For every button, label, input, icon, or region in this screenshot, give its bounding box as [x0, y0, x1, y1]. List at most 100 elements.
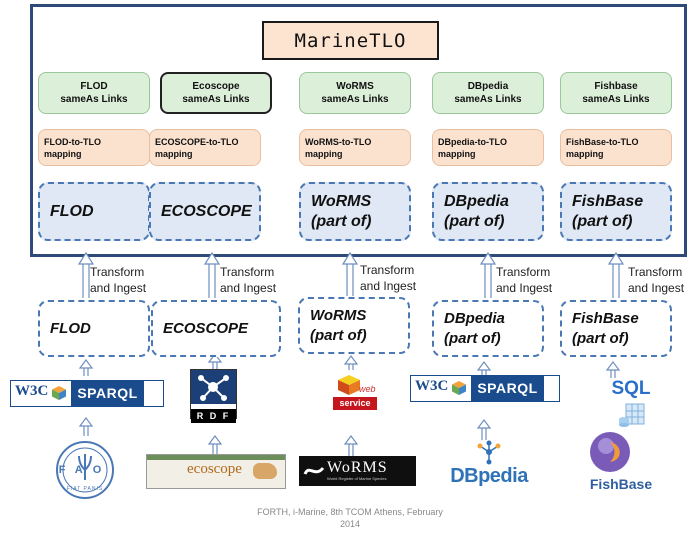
transform-text: Transform	[220, 265, 275, 279]
w3c-text: W3C	[415, 378, 449, 394]
semantic-web-cube-icon	[52, 386, 67, 400]
links-sublabel: sameAs Links	[182, 94, 250, 105]
arrow-worms-transform	[341, 251, 359, 296]
service-text: service	[333, 397, 377, 410]
ingest-text: and Ingest	[220, 281, 277, 295]
fao-emblem-icon	[56, 441, 114, 499]
transform-label-ecoscope: Transform and Ingest	[220, 264, 276, 296]
links-sublabel: sameAs Links	[454, 94, 522, 105]
source-sublabel: (part of)	[311, 212, 372, 230]
fao-text: FAO	[58, 464, 112, 476]
fishbase-source-in-tlo: FishBase (part of)	[560, 182, 672, 241]
source-label: FishBase	[572, 309, 639, 327]
source-label: WoRMS	[311, 192, 372, 210]
footer-line-2: 2014	[339, 519, 361, 529]
ecoscope-logo: ecoscope	[146, 454, 286, 489]
source-label: DBpedia	[444, 309, 505, 327]
database-icon	[619, 403, 645, 427]
web-service-cube-icon	[338, 375, 360, 395]
source-label: ECOSCOPE	[161, 202, 252, 220]
arrow-flod-transform	[77, 251, 95, 298]
source-sublabel: (part of)	[572, 212, 633, 230]
web-service-logo: web service	[333, 374, 377, 410]
mapping-sublabel: mapping	[305, 148, 343, 159]
source-sublabel: (part of)	[444, 329, 501, 347]
mapping-sublabel: mapping	[155, 148, 193, 159]
mapping-label: FishBase-to-TLO	[566, 136, 639, 147]
source-label: WoRMS	[310, 306, 367, 324]
mapping-sublabel: mapping	[566, 148, 604, 159]
arrow-webservice-to-worms	[343, 355, 359, 370]
mapping-sublabel: mapping	[44, 148, 82, 159]
transform-label-worms: Transform and Ingest	[360, 262, 416, 294]
links-sublabel: sameAs Links	[321, 94, 389, 105]
fish-icon	[253, 463, 277, 479]
arrow-dbpedia-to-w3c	[476, 419, 492, 440]
mapping-sublabel: mapping	[438, 148, 476, 159]
mapping-label: DBpedia-to-TLO	[438, 136, 507, 147]
dbpedia-text: DBpedia	[450, 465, 528, 487]
arrow-dbpedia-transform	[479, 251, 497, 298]
source-sublabel: (part of)	[310, 326, 367, 344]
rdf-logo: R D F	[190, 369, 237, 423]
web-text: web	[359, 384, 376, 394]
rdf-text: R D F	[191, 409, 236, 423]
mapping-label: ECOSCOPE-to-TLO	[155, 136, 239, 147]
footer-line-1: FORTH, i-Marine, 8th TCOM Athens, Februa…	[257, 507, 443, 517]
ecoscope-source-in-tlo: ECOSCOPE	[149, 182, 261, 241]
dbpedia-source-in-tlo: DBpedia (part of)	[432, 182, 544, 241]
fao-logo: FAO FIAT PANIS	[55, 440, 115, 500]
dbpedia-network-icon	[477, 440, 501, 465]
transform-text: Transform	[360, 263, 415, 277]
dbpedia-source-external: DBpedia (part of)	[432, 300, 544, 357]
footer-caption: FORTH, i-Marine, 8th TCOM Athens, Februa…	[200, 506, 500, 530]
fishbase-text: FishBase	[589, 476, 653, 492]
transform-arrows	[77, 251, 625, 456]
worm-icon	[303, 466, 325, 475]
sql-text: SQL	[611, 378, 651, 399]
arrow-rdf-to-ecoscope	[207, 353, 223, 370]
rdf-graph-icon	[191, 370, 236, 404]
mapping-label: FLOD-to-TLO	[44, 136, 101, 147]
transform-text: Transform	[90, 265, 145, 279]
links-label: DBpedia	[467, 81, 509, 92]
marinetlo-title: MarineTLO	[262, 21, 439, 60]
fishbase-source-external: FishBase(part of)	[560, 300, 672, 357]
arrow-ecoscope-transform	[203, 251, 221, 298]
fao-motto-text: FIAT PANIS	[66, 486, 104, 492]
ingest-text: and Ingest	[360, 279, 417, 293]
ingest-text: and Ingest	[496, 281, 553, 295]
source-label: DBpedia	[444, 192, 509, 210]
w3c-sparql-logo-1: W3C SPARQL	[10, 380, 164, 407]
source-sublabel: (part of)	[444, 212, 505, 230]
mapping-label: WoRMS-to-TLO	[305, 136, 372, 147]
links-label: FLOD	[80, 81, 108, 92]
source-label: ECOSCOPE	[163, 319, 249, 337]
arrow-w3c-to-dbpedia	[476, 361, 492, 376]
source-label: FLOD	[50, 202, 94, 220]
sql-logo: SQL	[596, 378, 666, 430]
ingest-text: and Ingest	[628, 281, 685, 295]
source-label: FishBase	[572, 192, 644, 210]
w3c-text: W3C	[15, 383, 49, 399]
arrow-fishbase-transform	[607, 251, 625, 298]
arrow-worms-to-webservice	[343, 435, 359, 456]
flod-source-in-tlo: FLOD	[38, 182, 150, 241]
worms-source-external: WoRMS (part of)	[298, 297, 410, 354]
arrow-w3c-to-flod	[78, 359, 94, 376]
dbpedia-logo: DBpedia	[447, 440, 531, 492]
w3c-sparql-logo-2: W3C SPARQL	[410, 375, 560, 402]
flod-source-external: FLOD	[38, 300, 150, 357]
